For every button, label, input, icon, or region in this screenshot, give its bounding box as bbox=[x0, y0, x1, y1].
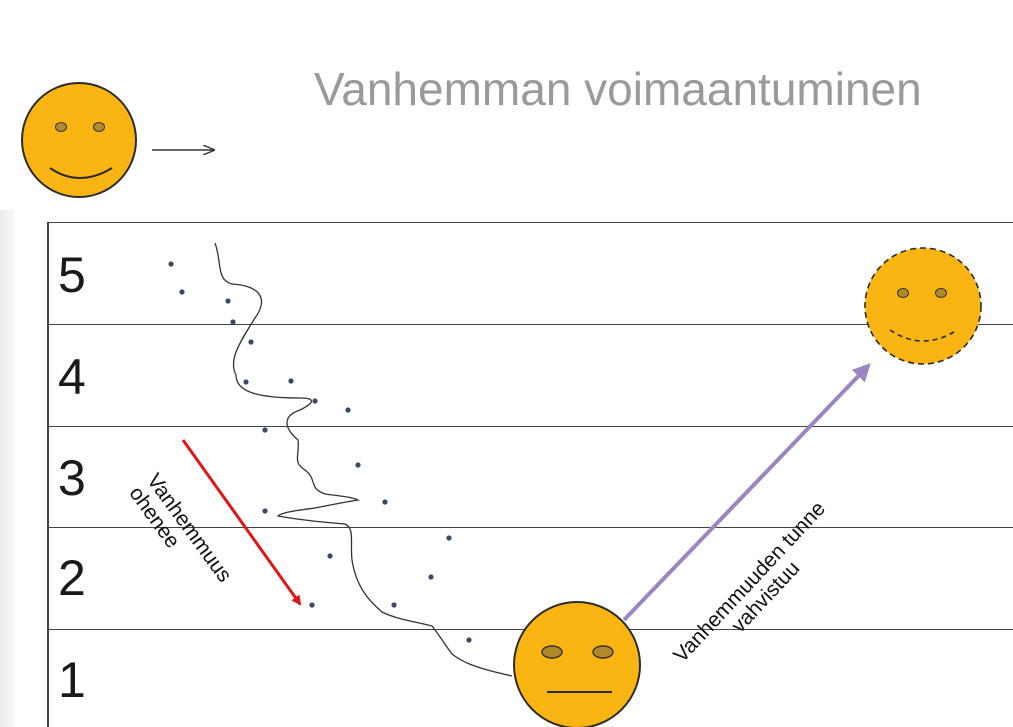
level-label-2: 2 bbox=[58, 550, 86, 606]
level-line-5-4 bbox=[47, 324, 1013, 325]
neutral-face-icon bbox=[513, 601, 641, 727]
data-dots bbox=[168, 261, 472, 643]
level-label-1: 1 bbox=[58, 652, 86, 708]
level-label-3: 3 bbox=[58, 450, 86, 506]
level-line-4-3 bbox=[47, 426, 1013, 427]
dashed-smiley-face-icon bbox=[864, 247, 982, 365]
level-label-5: 5 bbox=[58, 247, 86, 303]
level-label-4: 4 bbox=[58, 349, 86, 405]
trajectory-line bbox=[214, 242, 513, 677]
smiley-face-icon bbox=[21, 82, 137, 198]
decline-arrow bbox=[181, 439, 302, 606]
level-grid bbox=[47, 222, 1013, 727]
level-line-3-2 bbox=[47, 527, 1013, 528]
level-line-top bbox=[47, 222, 1013, 223]
growth-arrow bbox=[622, 363, 871, 622]
diagram-title: Vanhemman voimaantuminen bbox=[314, 63, 922, 115]
left-edge-shade bbox=[0, 210, 14, 727]
